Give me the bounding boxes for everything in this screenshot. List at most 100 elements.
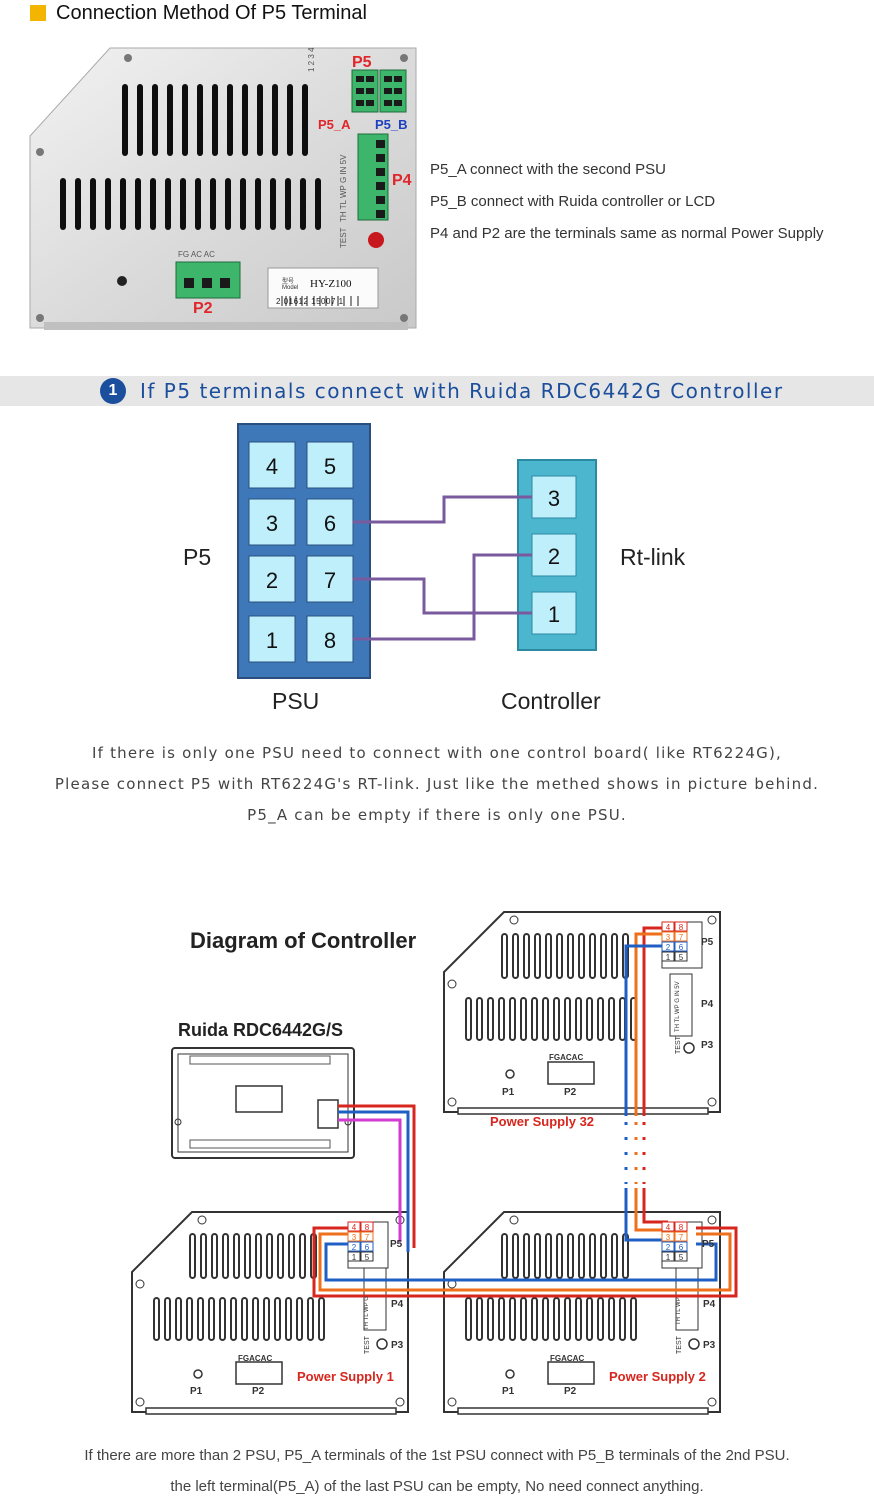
label-p5b: P5_B	[375, 117, 408, 132]
wiring-pin-box	[674, 941, 688, 952]
psu-pin-label: 7	[324, 568, 336, 593]
psu2-p4-label: P4	[703, 1299, 716, 1310]
psu1-p2-label: P2	[252, 1386, 265, 1397]
psu2-test-label: TEST	[676, 1336, 683, 1354]
page-title: Connection Method Of P5 Terminal	[56, 1, 367, 24]
wire-8-to-2	[353, 553, 532, 641]
psu-pin-7: 7	[306, 555, 354, 603]
label-p5: P5	[352, 54, 372, 71]
label-test: TEST	[339, 227, 348, 248]
ruida-controller	[171, 1047, 355, 1159]
wiring-pin-box	[661, 1241, 675, 1252]
wiring-pin-box	[360, 1231, 374, 1242]
wiring-pin-label: 5	[679, 1253, 684, 1262]
psu1-fg-label: FGACAC	[238, 1354, 273, 1363]
controller-pin-label: 2	[548, 544, 560, 569]
psu-pin-1: 1	[248, 615, 296, 663]
controller-pin-1: 1	[531, 591, 577, 635]
psu32-test-label: TEST	[675, 1036, 682, 1054]
wiring-pin-label: 7	[679, 933, 684, 942]
wiring-pin-box	[347, 1221, 361, 1232]
wiring-pin-label: 3	[666, 933, 671, 942]
label-serial: 2 01612 15007 1	[276, 297, 344, 306]
wiring-pin-label: 1	[352, 1253, 357, 1262]
psu32-p5-label: P5	[701, 937, 714, 948]
psu32-fg-label: FGACAC	[549, 1053, 584, 1062]
psu-pin-label: 8	[324, 628, 336, 653]
caption-line-3: P5_A can be empty if there is only one P…	[247, 806, 627, 824]
section-title: If P5 terminals connect with Ruida RDC64…	[140, 379, 784, 403]
controller-name: Ruida RDC6442G/S	[178, 1020, 344, 1040]
psu1-test-label: TEST	[364, 1336, 371, 1354]
wiring-pin-box	[360, 1251, 374, 1262]
wiring-pin-box	[661, 1221, 675, 1232]
psu1-p4-label: P4	[391, 1299, 404, 1310]
wiring-pin-label: 6	[365, 1243, 370, 1252]
psu32-p4-pins-label: TH TL WP G IN 5V	[675, 981, 681, 1032]
note-p5b: P5_B connect with Ruida controller or LC…	[430, 193, 716, 210]
wiring-pin-box	[360, 1221, 374, 1232]
label-p4: P4	[392, 172, 412, 189]
bullet-square-icon	[30, 5, 46, 21]
psu1-p5-label: P5	[390, 1239, 403, 1250]
caption-line-2: Please connect P5 with RT6224G's RT-link…	[54, 775, 820, 793]
wiring-pin-box	[360, 1241, 374, 1252]
label-rt-link: Rt-link	[620, 544, 686, 570]
label-model-prefix: 型号 Model	[282, 279, 299, 291]
wiring-pin-label: 1	[666, 953, 671, 962]
wiring-pin-label: 2	[666, 943, 671, 952]
wiring-pin-label: 8	[365, 1223, 370, 1232]
psu1-p4-pins-label: TH TL WP G	[364, 1296, 370, 1330]
label-model: HY-Z100	[310, 278, 352, 290]
wiring-pin-label: 8	[679, 923, 684, 932]
label-p5a: P5_A	[318, 117, 351, 132]
wiring-pin-label: 8	[679, 1223, 684, 1232]
wiring-pin-label: 4	[666, 923, 671, 932]
psu32-p1-label: P1	[502, 1087, 515, 1098]
psu-photo	[29, 47, 417, 330]
wiring-pin-label: 4	[352, 1223, 357, 1232]
psu-pin-4: 4	[248, 441, 296, 489]
wiring-pin-label: 1	[666, 1253, 671, 1262]
label-p2-pins: FG AC AC	[178, 250, 215, 259]
note-p5a: P5_A connect with the second PSU	[430, 161, 666, 178]
wiring-pin-box	[674, 931, 688, 942]
wiring-pin-box	[674, 921, 688, 932]
psu-pin-label: 5	[324, 454, 336, 479]
psu-pin-3: 3	[248, 498, 296, 546]
psu-pin-6: 6	[306, 498, 354, 546]
psu32-name: Power Supply 32	[490, 1114, 595, 1129]
psu1-name: Power Supply 1	[297, 1369, 394, 1384]
wiring-pin-box	[661, 941, 675, 952]
wiring-pin-box	[674, 1231, 688, 1242]
psu32-p4-label: P4	[701, 999, 714, 1010]
psu32-p2-label: P2	[564, 1087, 577, 1098]
wiring-pin-label: 3	[352, 1233, 357, 1242]
psu-1-drawing	[131, 1211, 409, 1415]
controller-pin-3: 3	[531, 475, 577, 519]
label-pin-numbers: 1 2 3 4	[307, 47, 316, 72]
wire-7-to-1	[353, 577, 532, 615]
caption-line-1: If there is only one PSU need to connect…	[92, 744, 782, 762]
bottom-note-1: If there are more than 2 PSU, P5_A termi…	[84, 1447, 790, 1464]
wiring-pin-box	[674, 951, 688, 962]
bottom-note-2: the left terminal(P5_A) of the last PSU …	[170, 1478, 704, 1495]
wiring-pin-box	[661, 1251, 675, 1262]
wiring-pin-label: 6	[679, 943, 684, 952]
psu2-fg-label: FGACAC	[550, 1354, 585, 1363]
wire-6-to-3	[353, 495, 532, 524]
label-controller: Controller	[501, 688, 601, 714]
psu-pin-label: 6	[324, 511, 336, 536]
psu-pin-label: 1	[266, 628, 278, 653]
wiring-pin-label: 5	[679, 953, 684, 962]
vent-slots-bottom	[60, 178, 321, 230]
psu2-p3-label: P3	[703, 1340, 716, 1351]
psu-pin-8: 8	[306, 615, 354, 663]
controller-pin-2: 2	[531, 533, 577, 577]
psu-pin-5: 5	[306, 441, 354, 489]
wiring-pin-label: 5	[365, 1253, 370, 1262]
section-number-badge: 1	[100, 378, 126, 404]
psu2-p2-label: P2	[564, 1386, 577, 1397]
wiring-pin-box	[347, 1241, 361, 1252]
